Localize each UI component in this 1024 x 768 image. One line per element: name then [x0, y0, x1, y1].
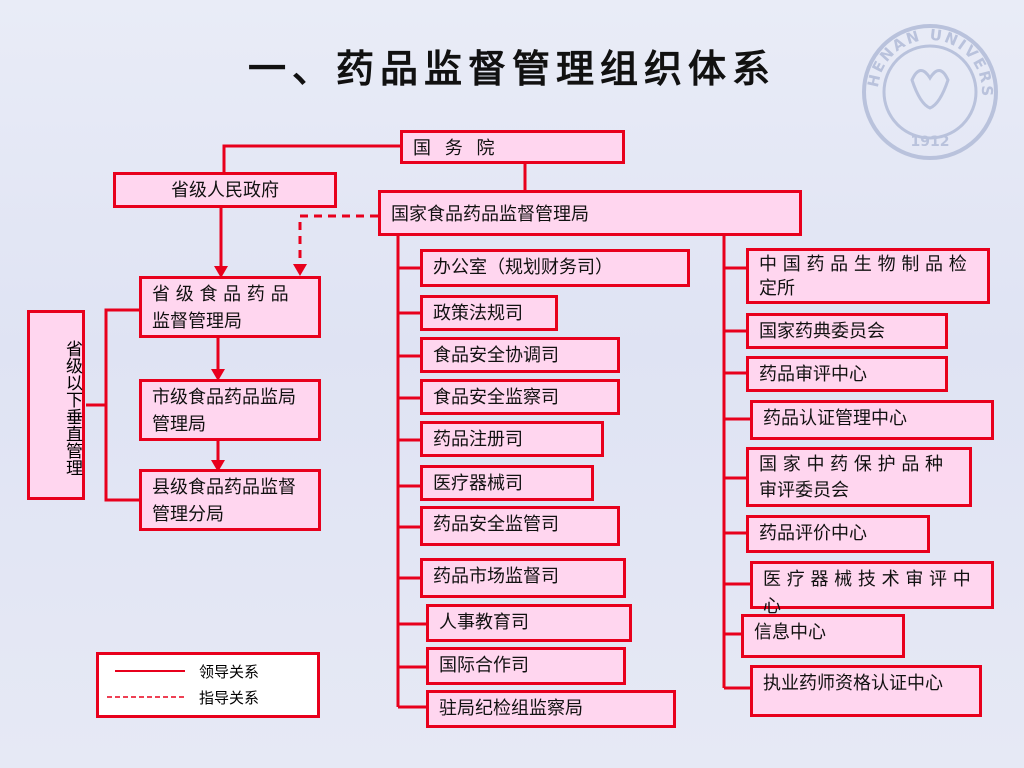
institution-pharmacopoeia-box: 国家药典委员会 [746, 313, 948, 349]
page-title: 一、药品监督管理组织体系 [247, 47, 776, 91]
svg-text:1912: 1912 [911, 134, 950, 150]
institution-biological-products-box: 中 国 药 品 生 物 制 品 检定所 [746, 248, 990, 304]
institution-certification-center-box: 药品认证管理中心 [750, 400, 994, 440]
department-discipline-inspection-box: 驻局纪检组监察局 [426, 690, 676, 728]
vertical-management-label: 省级以下垂直管理 [27, 310, 85, 500]
department-food-safety-coordination-box: 食品安全协调司 [420, 337, 620, 373]
institution-tcm-protection-box: 国 家 中 药 保 护 品 种审评委员会 [746, 447, 972, 507]
provincial-government-box: 省级人民政府 [113, 172, 337, 208]
legend-line-samples [107, 670, 187, 698]
institution-drug-assessment-box: 药品评价中心 [746, 515, 930, 553]
department-drug-market-box: 药品市场监督司 [420, 558, 626, 598]
provincial-fda-box: 省 级 食 品 药 品 监督管理局 [139, 276, 321, 338]
department-drug-safety-box: 药品安全监管司 [420, 506, 620, 546]
legend-dashed-label: 指导关系 [199, 689, 260, 707]
institution-device-review-box: 医 疗 器 械 技 术 审 评 中心 [750, 561, 994, 617]
sfda-box: 国家食品药品监督管理局 [378, 190, 802, 236]
department-international-cooperation-box: 国际合作司 [426, 647, 626, 685]
institution-information-center-box: 信息中心 [741, 614, 905, 658]
department-food-safety-inspection-box: 食品安全监察司 [420, 379, 620, 415]
municipal-fda-box: 市级食品药品监局管理局 [139, 379, 321, 441]
department-policy-law-box: 政策法规司 [420, 295, 558, 331]
legend: 领导关系 指导关系 [96, 652, 320, 718]
state-council-box: 国 务 院 [400, 130, 625, 164]
department-drug-registration-box: 药品注册司 [420, 421, 604, 457]
department-medical-device-box: 医疗器械司 [420, 465, 594, 501]
legend-solid-label: 领导关系 [199, 663, 260, 681]
department-office-box: 办公室（规划财务司） [420, 249, 690, 287]
institution-drug-evaluation-center-box: 药品审评中心 [746, 356, 948, 392]
institution-pharmacist-certification-box: 执业药师资格认证中心 [750, 665, 982, 717]
department-personnel-education-box: 人事教育司 [426, 604, 632, 642]
county-fda-box: 县级食品药品监督管理分局 [139, 469, 321, 531]
henan-university-seal-logo: HENAN UNIVERSITY 1912 [860, 22, 998, 160]
